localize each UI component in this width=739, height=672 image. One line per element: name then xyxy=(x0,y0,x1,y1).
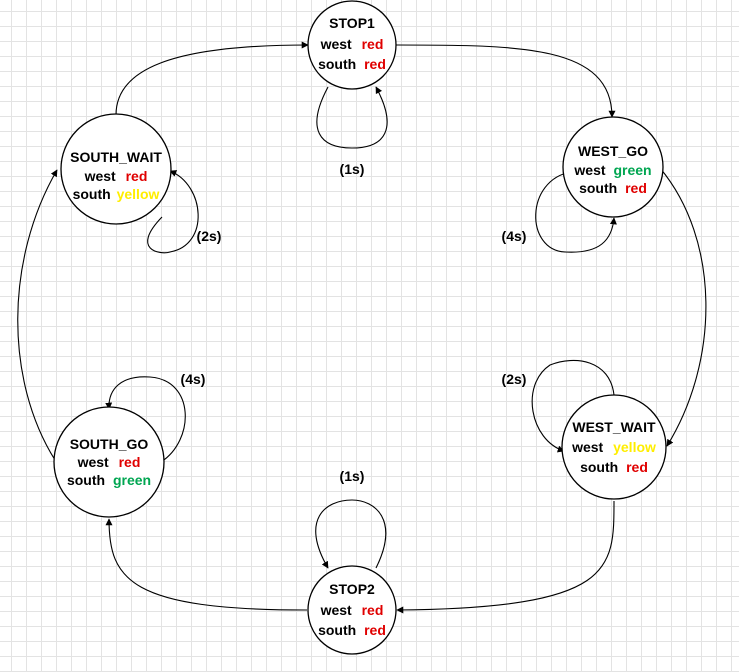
south-label: south xyxy=(580,459,618,475)
west-signal-line: west red xyxy=(320,36,384,52)
self-loop-stop1 xyxy=(316,86,388,149)
state-circle xyxy=(60,113,172,225)
west-color-value: red xyxy=(119,454,141,470)
south-label: south xyxy=(67,472,105,488)
west-color-value: green xyxy=(613,162,651,178)
transition-stop1-to-west-go xyxy=(395,44,616,118)
south-color-value: red xyxy=(625,180,647,196)
west-color-value: red xyxy=(362,36,384,52)
west-color-value: red xyxy=(362,602,384,618)
self-loop-south-wait xyxy=(147,170,199,254)
delay-label-west-go: (4s) xyxy=(502,228,527,244)
south-signal-line: south red xyxy=(579,180,647,196)
state-name: STOP1 xyxy=(329,15,375,31)
transition-south-go-to-south-wait xyxy=(17,169,58,461)
self-loop-west-wait xyxy=(531,359,615,453)
state-circle xyxy=(307,565,397,655)
state-south-wait[interactable]: SOUTH_WAIT west red south yellow xyxy=(60,113,172,225)
south-label: south xyxy=(579,180,617,196)
west-signal-line: west red xyxy=(84,168,148,184)
delay-label-west-wait: (2s) xyxy=(502,371,527,387)
west-color-value: yellow xyxy=(613,439,656,455)
south-signal-line: south green xyxy=(67,472,151,488)
west-label: west xyxy=(320,36,352,52)
state-west-go[interactable]: WEST_GO west green south red xyxy=(562,116,664,218)
south-color-value: yellow xyxy=(117,186,160,202)
state-name: WEST_WAIT xyxy=(572,419,656,435)
self-loop-stop2 xyxy=(315,499,387,569)
south-signal-line: south red xyxy=(318,622,386,638)
transition-west-go-to-west-wait xyxy=(659,167,707,447)
state-name: STOP2 xyxy=(329,581,375,597)
state-stop2[interactable]: STOP2 west red south red xyxy=(307,565,397,655)
west-label: west xyxy=(571,439,603,455)
west-signal-line: west yellow xyxy=(571,439,656,455)
west-color-value: red xyxy=(126,168,148,184)
transition-stop2-to-south-go xyxy=(105,518,308,611)
delay-label-stop2: (1s) xyxy=(340,468,365,484)
west-label: west xyxy=(320,602,352,618)
self-loop-west-go xyxy=(535,171,617,253)
transition-west-wait-to-stop2 xyxy=(396,500,615,614)
state-name: WEST_GO xyxy=(578,143,648,159)
west-label: west xyxy=(573,162,605,178)
west-label: west xyxy=(77,454,109,470)
state-circle xyxy=(53,406,165,518)
south-color-value: red xyxy=(626,459,648,475)
south-label: south xyxy=(73,186,111,202)
south-signal-line: south yellow xyxy=(73,186,160,202)
south-label: south xyxy=(318,56,356,72)
delay-label-stop1: (1s) xyxy=(340,161,365,177)
state-circle xyxy=(561,394,667,500)
west-signal-line: west red xyxy=(320,602,384,618)
delay-label-south-go: (4s) xyxy=(181,371,206,387)
west-label: west xyxy=(84,168,116,184)
state-circle xyxy=(562,116,664,218)
state-name: SOUTH_WAIT xyxy=(70,149,162,165)
state-west-wait[interactable]: WEST_WAIT west yellow south red xyxy=(561,394,667,500)
south-signal-line: south red xyxy=(318,56,386,72)
state-circle xyxy=(307,0,397,90)
state-name: SOUTH_GO xyxy=(70,436,149,452)
south-color-value: red xyxy=(364,56,386,72)
west-signal-line: west red xyxy=(77,454,141,470)
self-loop-south-go xyxy=(105,376,186,463)
transition-south-wait-to-stop1 xyxy=(115,41,309,116)
south-signal-line: south red xyxy=(580,459,648,475)
south-color-value: red xyxy=(364,622,386,638)
delay-label-south-wait: (2s) xyxy=(197,228,222,244)
south-label: south xyxy=(318,622,356,638)
state-south-go[interactable]: SOUTH_GO west red south green xyxy=(53,406,165,518)
state-stop1[interactable]: STOP1 west red south red xyxy=(307,0,397,90)
west-signal-line: west green xyxy=(573,162,651,178)
south-color-value: green xyxy=(113,472,151,488)
